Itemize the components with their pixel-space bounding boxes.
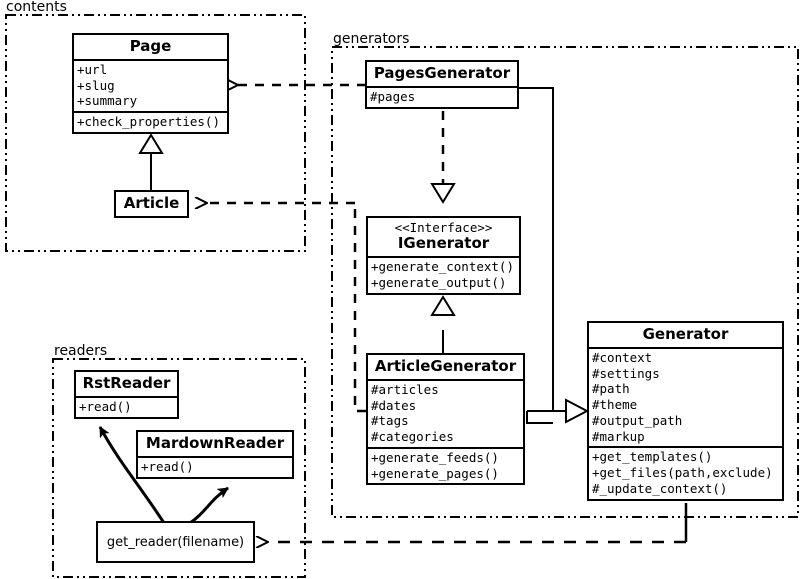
class-attributes-pagesgenerator: #pages: [367, 85, 517, 107]
package-frame-contents: [5, 14, 306, 252]
method: +check_properties(): [77, 114, 220, 130]
package-label-contents: contents: [6, 0, 67, 15]
function-box-get-reader[interactable]: get_reader(filename): [96, 521, 255, 563]
dependency-getreader-mardownreader: [189, 486, 229, 525]
method: +read(): [79, 398, 132, 414]
class-name-igenerator: <<Interface>> IGenerator: [368, 218, 519, 256]
class-box-article[interactable]: Article: [114, 190, 189, 218]
class-name-generator: Generator: [642, 325, 729, 343]
attribute: +slug: [77, 77, 115, 93]
class-methods-igenerator: +generate_context() +generate_output(): [368, 256, 519, 293]
class-box-igenerator[interactable]: <<Interface>> IGenerator +generate_conte…: [366, 216, 521, 295]
attribute: +url: [77, 61, 108, 77]
class-attributes-articlegenerator: #articles #dates #tags #categories: [368, 378, 523, 447]
generalization-articlegenerator-igenerator: [430, 295, 456, 353]
class-box-articlegenerator[interactable]: ArticleGenerator #articles #dates #tags …: [366, 353, 525, 486]
generalization-generators-generator: [519, 87, 590, 424]
attribute: +summary: [77, 93, 138, 109]
attribute: #tags: [371, 413, 409, 429]
class-stereotype-igenerator: <<Interface>>: [394, 220, 493, 235]
function-label-get-reader: get_reader(filename): [106, 534, 245, 550]
generalization-article-page: [138, 133, 164, 190]
method: +get_files(path,exclude): [592, 465, 773, 481]
class-name-pagesgenerator: PagesGenerator: [373, 64, 511, 82]
class-methods-page: +check_properties(): [74, 111, 227, 132]
class-methods-rstreader: +read(): [76, 395, 177, 417]
attribute: #articles: [371, 381, 439, 397]
dependency-getreader-rstreader: [98, 426, 166, 524]
attribute: #settings: [592, 365, 660, 381]
method: +generate_pages(): [371, 465, 499, 481]
attribute: #dates: [371, 397, 417, 413]
attribute: #pages: [370, 88, 416, 104]
realization-pagesgenerator-igenerator: [430, 111, 456, 204]
method: +get_templates(): [592, 449, 713, 465]
attribute: #theme: [592, 397, 638, 413]
package-label-readers: readers: [54, 343, 108, 359]
class-box-generator[interactable]: Generator #context #settings #path #them…: [587, 321, 784, 501]
class-box-page[interactable]: Page +url +slug +summary +check_properti…: [72, 33, 229, 134]
class-attributes-page: +url +slug +summary: [74, 58, 227, 111]
attribute: #output_path: [592, 412, 683, 428]
attribute: #path: [592, 381, 630, 397]
class-methods-mardownreader: +read(): [138, 455, 292, 477]
method: +generate_feeds(): [371, 449, 499, 465]
class-attributes-generator: #context #settings #path #theme #output_…: [589, 346, 782, 447]
method: +generate_output(): [371, 274, 507, 290]
dependency-articlegenerator-article: [207, 203, 366, 413]
class-name-text-igenerator: IGenerator: [397, 234, 490, 253]
class-box-pagesgenerator[interactable]: PagesGenerator #pages: [365, 60, 519, 109]
method: +generate_context(): [371, 259, 514, 275]
class-name-rstreader: RstReader: [82, 374, 171, 392]
dependency-generator-getreader: [268, 503, 688, 542]
class-methods-articlegenerator: +generate_feeds() +generate_pages(): [368, 446, 523, 484]
attribute: #markup: [592, 428, 645, 444]
class-box-mardownreader[interactable]: MardownReader +read(): [136, 430, 294, 479]
class-methods-generator: +get_templates() +get_files(path,exclude…: [589, 446, 782, 498]
class-box-rstreader[interactable]: RstReader +read(): [74, 370, 179, 419]
method: +read(): [141, 458, 194, 474]
attribute: #context: [592, 349, 653, 365]
package-label-generators: generators: [333, 31, 410, 47]
attribute: #categories: [371, 429, 454, 445]
class-name-page: Page: [129, 37, 172, 55]
class-name-mardownreader: MardownReader: [145, 434, 285, 452]
class-name-article: Article: [123, 194, 180, 212]
package-frame-readers: [52, 358, 306, 578]
class-name-articlegenerator: ArticleGenerator: [374, 357, 517, 375]
method: #_update_context(): [592, 480, 728, 496]
